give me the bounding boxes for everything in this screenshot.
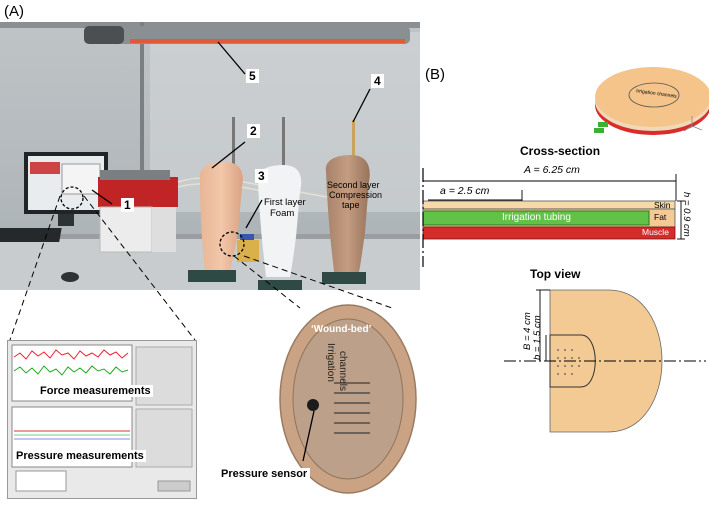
leg-model-compression: [325, 155, 370, 272]
pressure-measurements-title: Pressure measurements: [14, 450, 146, 462]
irrigation-tubing-label: Irrigation tubing: [502, 212, 571, 223]
skin-layer-label: Skin: [654, 200, 671, 210]
wound-bed-illustration: [279, 304, 417, 494]
dimension-A-label: A = 6.25 cm: [524, 164, 580, 176]
callout-1: 1: [121, 198, 134, 212]
force-measurements-title: Force measurements: [38, 385, 153, 397]
keyboard: [0, 228, 62, 242]
model-3d: [594, 67, 709, 135]
cross-section: [422, 168, 685, 267]
screen-plots: [11, 344, 193, 492]
first-layer-foam-label: Foam: [270, 208, 295, 219]
irrigation-channels-label: Irrigation: [325, 343, 336, 382]
second-layer-label: Second layer: [327, 180, 380, 190]
channels-word-label: channels: [337, 351, 348, 391]
pressure-sensor-label: Pressure sensor: [218, 468, 311, 480]
leg-model-foam: [257, 165, 302, 277]
channels-word: channels: [337, 351, 348, 392]
callout-5: 5: [246, 69, 259, 83]
callout-3: 3: [255, 169, 268, 183]
dimension-h-label: h = 0.9 cm: [681, 192, 692, 237]
tape-label: tape: [342, 200, 360, 210]
first-layer-label: First layer: [264, 197, 306, 208]
panel-a-label: (A): [4, 3, 24, 20]
muscle-layer-label: Muscle: [642, 227, 669, 237]
diagram-svg: [422, 67, 709, 433]
callout-2: 2: [247, 124, 260, 138]
setup-illustration: [0, 22, 420, 290]
experimental-setup-photo: 1 2 3 4 5 First layer Foam Second layer …: [0, 22, 420, 290]
leg-model-skin: [199, 162, 243, 272]
wound-highlight-circle: [219, 231, 245, 257]
callout-4: 4: [371, 74, 384, 88]
panel-b-label: (B): [425, 66, 445, 83]
dimension-b-label: b = 1.5 cm: [532, 315, 543, 360]
top-view-title: Top view: [530, 267, 581, 281]
dimension-a-label: a = 2.5 cm: [440, 185, 490, 197]
cross-section-title: Cross-section: [520, 144, 601, 158]
irrigation-word: Irrigation: [325, 343, 336, 382]
top-view: [504, 289, 706, 433]
compression-label: Compression: [329, 190, 383, 200]
dimensions-diagram: Irrigation channels Cross-section A = 6.…: [418, 60, 709, 501]
syringe-pump: [98, 177, 178, 207]
software-screen-inset: Force measurements Pressure measurements: [7, 340, 197, 499]
pressure-sensor-dot: [307, 399, 319, 411]
wound-bed-inset: ‘Wound-bed’ Irrigation channels: [278, 303, 418, 496]
wound-bed-label: ‘Wound-bed’: [311, 324, 372, 335]
monitor-highlight-circle: [60, 186, 84, 210]
fat-layer-label: Fat: [654, 212, 667, 222]
